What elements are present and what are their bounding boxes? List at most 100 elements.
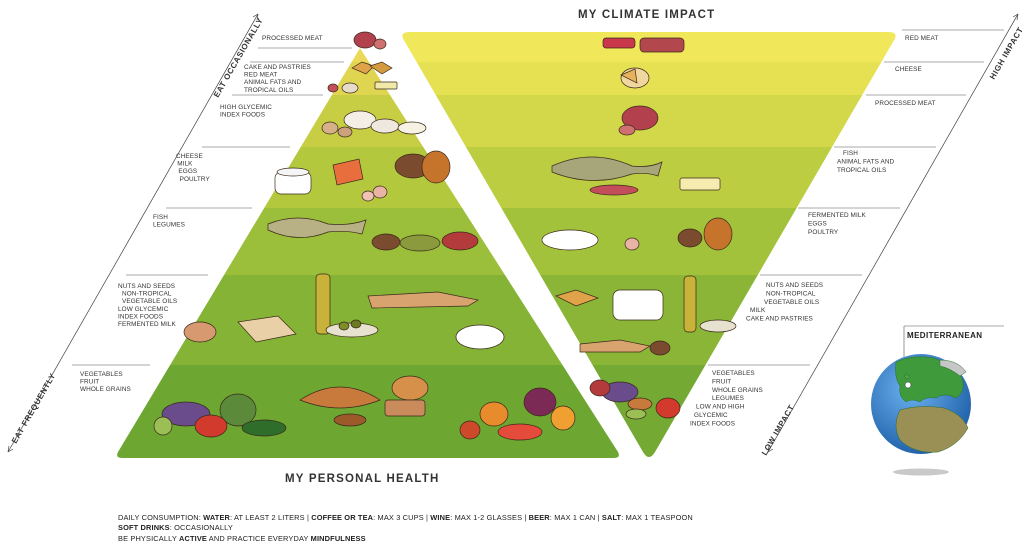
fermented-milk-bowl-icon <box>542 230 598 250</box>
low-impact-label: LOW IMPACT <box>760 403 796 457</box>
soft-drinks-value: : OCCASIONALLY <box>170 523 233 532</box>
tomato-icon <box>195 415 227 437</box>
watermelon-icon <box>498 424 542 440</box>
sausage-icon <box>619 125 635 135</box>
climate-tier-band <box>390 147 910 208</box>
climate-tier-label: TROPICAL OILS <box>837 167 886 174</box>
climate-impact-title: MY CLIMATE IMPACT <box>578 9 715 21</box>
globe-marker-icon <box>905 382 911 388</box>
olive-plate-icon <box>700 320 736 332</box>
health-tier-label: ANIMAL FATS AND <box>244 79 302 86</box>
steak-icon <box>640 38 684 52</box>
climate-tier-label: POULTRY <box>808 229 839 236</box>
butter-icon <box>375 82 397 89</box>
climate-tier-label: VEGETABLE OILS <box>764 299 819 306</box>
globe-title: MEDITERRANEAN <box>907 331 982 340</box>
tomato-icon <box>656 398 680 418</box>
health-tier-label: LEGUMES <box>153 222 185 229</box>
nuts-icon <box>650 341 670 355</box>
health-tier-label: INDEX FOODS <box>220 112 265 119</box>
processed-meat-icon <box>354 32 376 48</box>
roast-chicken-icon <box>422 151 450 183</box>
lentils-icon <box>400 235 440 251</box>
climate-tier-label: FERMENTED MILK <box>808 212 866 219</box>
olive-icon <box>339 322 349 330</box>
personal-health-title: MY PERSONAL HEALTH <box>285 473 440 485</box>
health-tier-label: NUTS AND SEEDS <box>118 283 175 290</box>
climate-tier-label: PROCESSED MEAT <box>875 100 936 107</box>
cookie-icon <box>342 83 358 93</box>
olive-oil-bottle-icon <box>684 276 696 332</box>
apple-icon <box>460 421 480 439</box>
beer-value: : MAX 1 CAN | <box>550 513 602 522</box>
health-tier-label: POULTRY <box>180 176 211 183</box>
salt-label: SALT <box>602 513 621 522</box>
health-tier-label: VEGETABLE OILS <box>122 298 177 305</box>
bread-icon <box>184 322 216 342</box>
health-tier-label: WHOLE GRAINS <box>80 386 131 393</box>
coffee-label: COFFEE OR TEA <box>311 513 373 522</box>
beans-icon <box>442 232 478 250</box>
footer-line-1: DAILY CONSUMPTION: WATER: AT LEAST 2 LIT… <box>118 513 818 523</box>
spinach-icon <box>242 420 286 436</box>
potato-icon <box>322 122 338 134</box>
climate-tier-label: VEGETABLES <box>712 370 755 377</box>
climate-tier-label: CHEESE <box>895 66 922 73</box>
globe-shadow <box>893 469 949 476</box>
health-tier-label: CAKE AND PASTRIES <box>244 64 311 71</box>
climate-tier-label: INDEX FOODS <box>690 420 735 427</box>
grains-icon <box>334 414 366 426</box>
climate-tier-label: FRUIT <box>712 378 731 385</box>
climate-tier-label: WHOLE GRAINS <box>712 387 763 394</box>
egg-icon <box>362 191 374 201</box>
wine-label: WINE <box>430 513 450 522</box>
active-label: ACTIVE <box>179 534 207 543</box>
climate-tier-label: LEGUMES <box>712 395 744 402</box>
bread-icon <box>628 398 652 410</box>
daily-consumption-label: DAILY CONSUMPTION: <box>118 513 203 522</box>
health-tier-label: VEGETABLES <box>80 371 123 378</box>
lamb-chops-icon <box>603 38 635 48</box>
health-tier-label: HIGH GLYCEMIC <box>220 104 272 111</box>
wine-value: : MAX 1-2 GLASSES | <box>450 513 528 522</box>
cucumber-icon <box>154 417 172 435</box>
milk-jug-icon <box>613 290 663 320</box>
salami-icon <box>590 185 638 195</box>
health-tier-label: INDEX FOODS <box>118 313 163 320</box>
poultry-icon <box>678 229 702 247</box>
high-impact-label: HIGH IMPACT <box>988 25 1024 81</box>
eat-frequently-label: EAT FREQUENTLY <box>10 372 58 445</box>
climate-tier-label: NUTS AND SEEDS <box>766 282 823 289</box>
beer-label: BEER <box>529 513 550 522</box>
health-tier-label: LOW GLYCEMIC <box>118 306 169 313</box>
health-tier-label: MILK <box>177 161 193 168</box>
active-mid: AND PRACTICE EVERYDAY <box>207 534 311 543</box>
footer-line-2: SOFT DRINKS: OCCASIONALLY <box>118 523 818 533</box>
beans-icon <box>626 409 646 419</box>
health-tier-label: PROCESSED MEAT <box>262 35 323 42</box>
salt-value: : MAX 1 TEASPOON <box>621 513 693 522</box>
climate-tier-band <box>390 62 910 95</box>
climate-tier-label: FISH <box>843 150 858 157</box>
egg-icon <box>625 238 639 250</box>
daily-consumption-footer: DAILY CONSUMPTION: WATER: AT LEAST 2 LIT… <box>118 513 818 544</box>
water-value: : AT LEAST 2 LITERS | <box>230 513 311 522</box>
sausage-icon <box>374 39 386 49</box>
grapes-icon <box>524 388 556 416</box>
health-tier-label: TROPICAL OILS <box>244 87 293 94</box>
mediterranean-globe: MEDITERRANEAN <box>871 326 1004 476</box>
meat-icon <box>328 84 338 92</box>
soft-drinks-label: SOFT DRINKS <box>118 523 170 532</box>
health-tier-label: RED MEAT <box>244 72 277 79</box>
milk-icon <box>277 168 309 176</box>
climate-tier-label: LOW AND HIGH <box>696 404 745 411</box>
roast-chicken-icon <box>704 218 732 250</box>
climate-tier-label: GLYCEMIC <box>694 412 728 419</box>
olive-oil-bottle-icon <box>316 274 330 334</box>
mindfulness-label: MINDFULNESS <box>311 534 366 543</box>
health-tier-label: NON-TROPICAL <box>122 291 172 298</box>
potato-icon <box>338 127 352 137</box>
apricot-icon <box>551 406 575 430</box>
health-tier-label: EGGS <box>178 168 197 175</box>
